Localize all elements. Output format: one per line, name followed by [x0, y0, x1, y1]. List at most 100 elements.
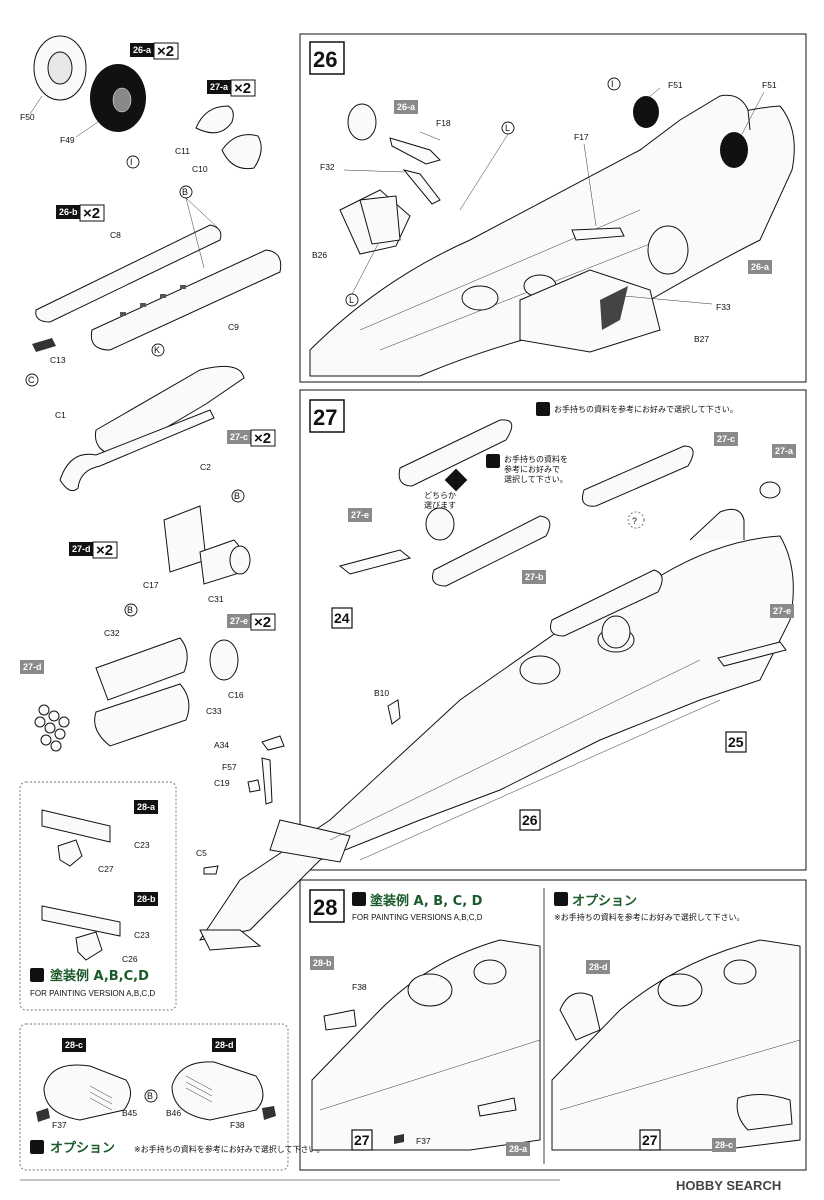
- label-f37: F37: [52, 1120, 67, 1130]
- part-f32: [402, 169, 441, 205]
- part-c16: [209, 639, 239, 681]
- tag-27a-text: 27-a: [210, 82, 229, 92]
- s27-rack-24: [338, 549, 412, 575]
- label-c17: C17: [143, 580, 159, 590]
- tag-28a-text: 28-a: [137, 802, 156, 812]
- s28-ref-27-a: 27: [354, 1132, 370, 1148]
- tag-26a-text: 26-a: [133, 45, 152, 55]
- watermark: HOBBY SEARCH: [676, 1178, 781, 1193]
- choice-arrow-icon: [444, 468, 468, 492]
- s28-part-28a: [477, 1097, 517, 1117]
- paintbrush-icon: [30, 968, 44, 982]
- s28-tag-1: 28-b: [313, 958, 332, 968]
- part-c26: [75, 931, 103, 961]
- part-c2: [59, 409, 215, 492]
- step-27-airframe: [198, 508, 794, 951]
- part-f38: [262, 1106, 276, 1120]
- tag-27d-side: 27-d: [23, 662, 42, 672]
- tag-26a: [130, 43, 154, 57]
- s26-label-f17: F17: [574, 132, 589, 142]
- tag-27c-text: 27-c: [230, 432, 248, 442]
- part-b10: [387, 699, 401, 725]
- s27-ref-24: 24: [334, 610, 350, 626]
- step-27-panel: [299, 389, 807, 871]
- part-c10: [221, 134, 262, 170]
- step-28cd-group: 28-c F37 B45 B 28-d B46 F38 オプション ※お手持ちの…: [30, 1038, 324, 1156]
- label-c23-a: C23: [134, 840, 150, 850]
- s28-part-28c: [736, 1094, 793, 1131]
- part-b46: [171, 1061, 264, 1121]
- s27-tank-mid: [550, 569, 663, 637]
- s26-label-f32: F32: [320, 162, 335, 172]
- tyre-f51-b: [720, 132, 748, 168]
- step-27e-group: B 27-e ×2 C32 C16 C33 27-d: [20, 603, 276, 752]
- s27-label-f57: F57: [222, 762, 237, 772]
- s27-part-27a: [759, 481, 781, 499]
- part-c23-b: [41, 905, 121, 937]
- s28-tag-2: 28-a: [509, 1144, 528, 1154]
- mult-27d: ×2: [96, 542, 113, 559]
- part-f18: [389, 137, 441, 165]
- s28-label-f37: F37: [416, 1136, 431, 1146]
- wheel-26a-left: [347, 103, 377, 141]
- s27-label-c5: C5: [196, 848, 207, 858]
- label-c26: C26: [122, 954, 138, 964]
- s27-choose-b: 選びます: [424, 500, 456, 510]
- s27-note2c: 選択して下さい。: [504, 474, 568, 484]
- tyre-f51-a: [633, 96, 659, 128]
- s27-ref-26: 26: [522, 812, 538, 828]
- step-27a-group: 27-a ×2 C11 C10: [175, 79, 262, 174]
- s27-tag-5: 27-e: [773, 606, 791, 616]
- tag-28c-text: 28-c: [65, 1040, 83, 1050]
- s26-label-b26: B26: [312, 250, 327, 260]
- paintbrush-icon-28b: [554, 892, 568, 906]
- label-c32: C32: [104, 628, 120, 638]
- option-note: ※お手持ちの資料を参考にお好みで選択して下さい。: [134, 1144, 324, 1154]
- step-28ab-group: 28-a C23 C27 28-b C23 C26 塗装例 A,B,C,D FO…: [30, 800, 158, 998]
- paintbrush-icon-28a: [352, 892, 366, 906]
- svg-text:B: B: [147, 1091, 153, 1101]
- s28-part-28d: [559, 992, 601, 1041]
- s26-label-f18: F18: [436, 118, 451, 128]
- label-c10: C10: [192, 164, 208, 174]
- part-f33: [600, 286, 628, 330]
- part-c32: [95, 637, 188, 701]
- mult-26a: ×2: [157, 43, 174, 60]
- tag-26b-text: 26-b: [59, 207, 78, 217]
- part-c33: [94, 683, 190, 747]
- label-c16: C16: [228, 690, 244, 700]
- svg-text:L: L: [505, 123, 510, 133]
- part-c11: [195, 105, 234, 134]
- label-c23-b: C23: [134, 930, 150, 940]
- step-28-panel: [299, 879, 807, 1171]
- mult-26b: ×2: [83, 205, 100, 222]
- paintbrush-icon-27a: [536, 402, 550, 416]
- tag-28d-text: 28-d: [215, 1040, 234, 1050]
- label-b46: B46: [166, 1108, 181, 1118]
- s26-tag-1: 26-a: [397, 102, 416, 112]
- part-b26: [359, 195, 401, 245]
- s28-label-f38: F38: [352, 982, 367, 992]
- s26-label-b27: B27: [694, 334, 709, 344]
- paintbrush-icon-2: [30, 1140, 44, 1154]
- svg-text:B: B: [127, 605, 133, 615]
- label-c1: C1: [55, 410, 66, 420]
- svg-text:L: L: [349, 295, 354, 305]
- s27-pod-27b: [432, 515, 551, 587]
- part-c1: [94, 365, 245, 457]
- s27-tank-right: [582, 445, 694, 507]
- painting-label-en: FOR PAINTING VERSION A,B,C,D: [30, 989, 155, 998]
- label-c31: C31: [208, 594, 224, 604]
- s27-tag-1: 27-c: [717, 434, 735, 444]
- part-b45: [43, 1064, 131, 1121]
- part-c23-a: [41, 809, 111, 843]
- step-27d-group: B 27-d ×2 C17 C31: [69, 489, 251, 604]
- wheel-26a-right: [647, 225, 689, 275]
- s26-label-f51-b: F51: [762, 80, 777, 90]
- part-c27: [57, 839, 83, 867]
- step-26-number: 26: [313, 47, 337, 72]
- part-c19: [247, 779, 261, 793]
- svg-text:C: C: [28, 375, 35, 385]
- label-c27: C27: [98, 864, 114, 874]
